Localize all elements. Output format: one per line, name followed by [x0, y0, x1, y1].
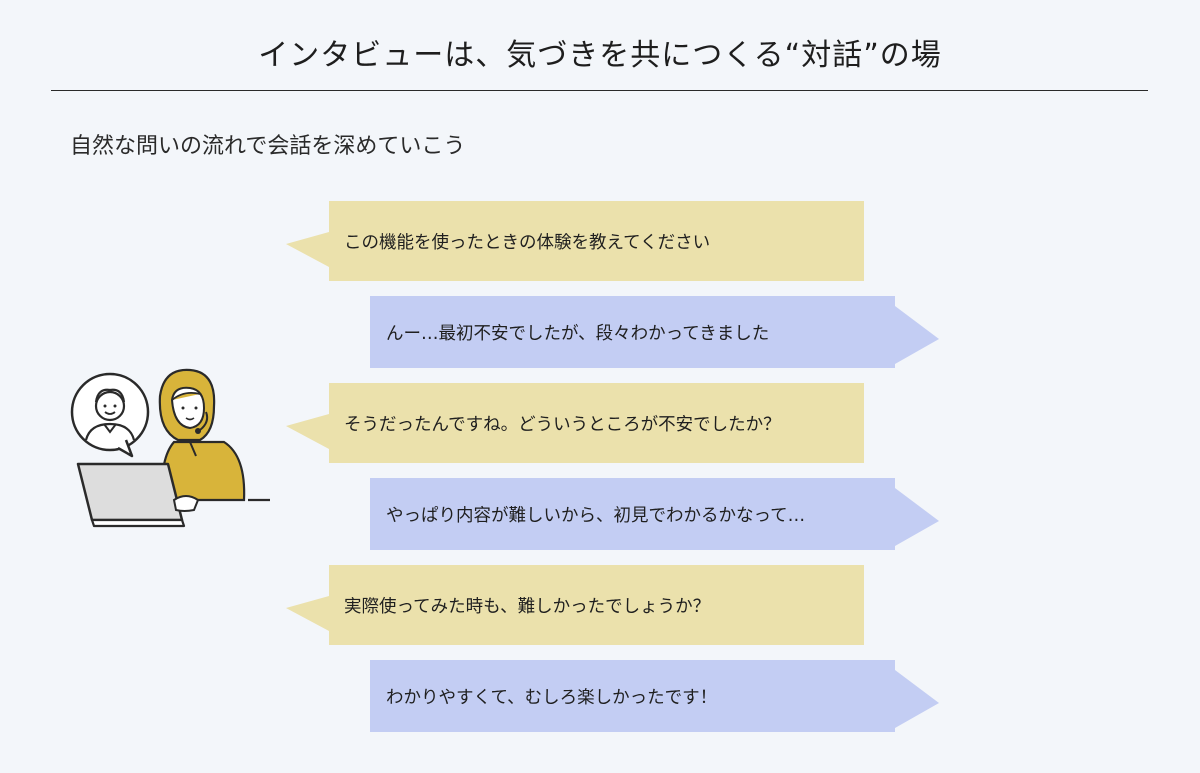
- answer-bubble-3: わかりやすくて、むしろ楽しかったです！: [370, 660, 939, 732]
- interview-illustration: [70, 368, 270, 528]
- question-bubble-3: 実際使ってみた時も、難しかったでしょうか？: [286, 565, 864, 645]
- title-divider: [51, 90, 1148, 91]
- bubble-text: そうだったんですね。どういうところが不安でしたか？: [344, 414, 781, 435]
- answer-bubble-1: んー…最初不安でしたが、段々わかってきました: [370, 296, 939, 368]
- subtitle: 自然な問いの流れで会話を深めていこう: [70, 134, 466, 159]
- interviewer-with-headset-icon: [158, 368, 270, 502]
- bubble-text: この機能を使ったときの体験を教えてください: [344, 232, 711, 253]
- answer-bubble-2: やっぱり内容が難しいから、初見でわかるかなって…: [370, 478, 939, 550]
- bubble-text: やっぱり内容が難しいから、初見でわかるかなって…: [386, 505, 806, 526]
- question-bubble-2: そうだったんですね。どういうところが不安でしたか？: [286, 383, 864, 463]
- bubble-text: わかりやすくて、むしろ楽しかったです！: [386, 687, 718, 708]
- bubble-text: 実際使ってみた時も、難しかったでしょうか？: [344, 596, 711, 617]
- page-title: インタビューは、気づきを共につくる“対話”の場: [258, 38, 942, 73]
- question-bubble-1: この機能を使ったときの体験を教えてください: [286, 201, 864, 281]
- bubble-text: んー…最初不安でしたが、段々わかってきました: [386, 323, 770, 344]
- laptop-icon: [76, 462, 200, 528]
- interviewee-speech-bubble-icon: [70, 372, 150, 458]
